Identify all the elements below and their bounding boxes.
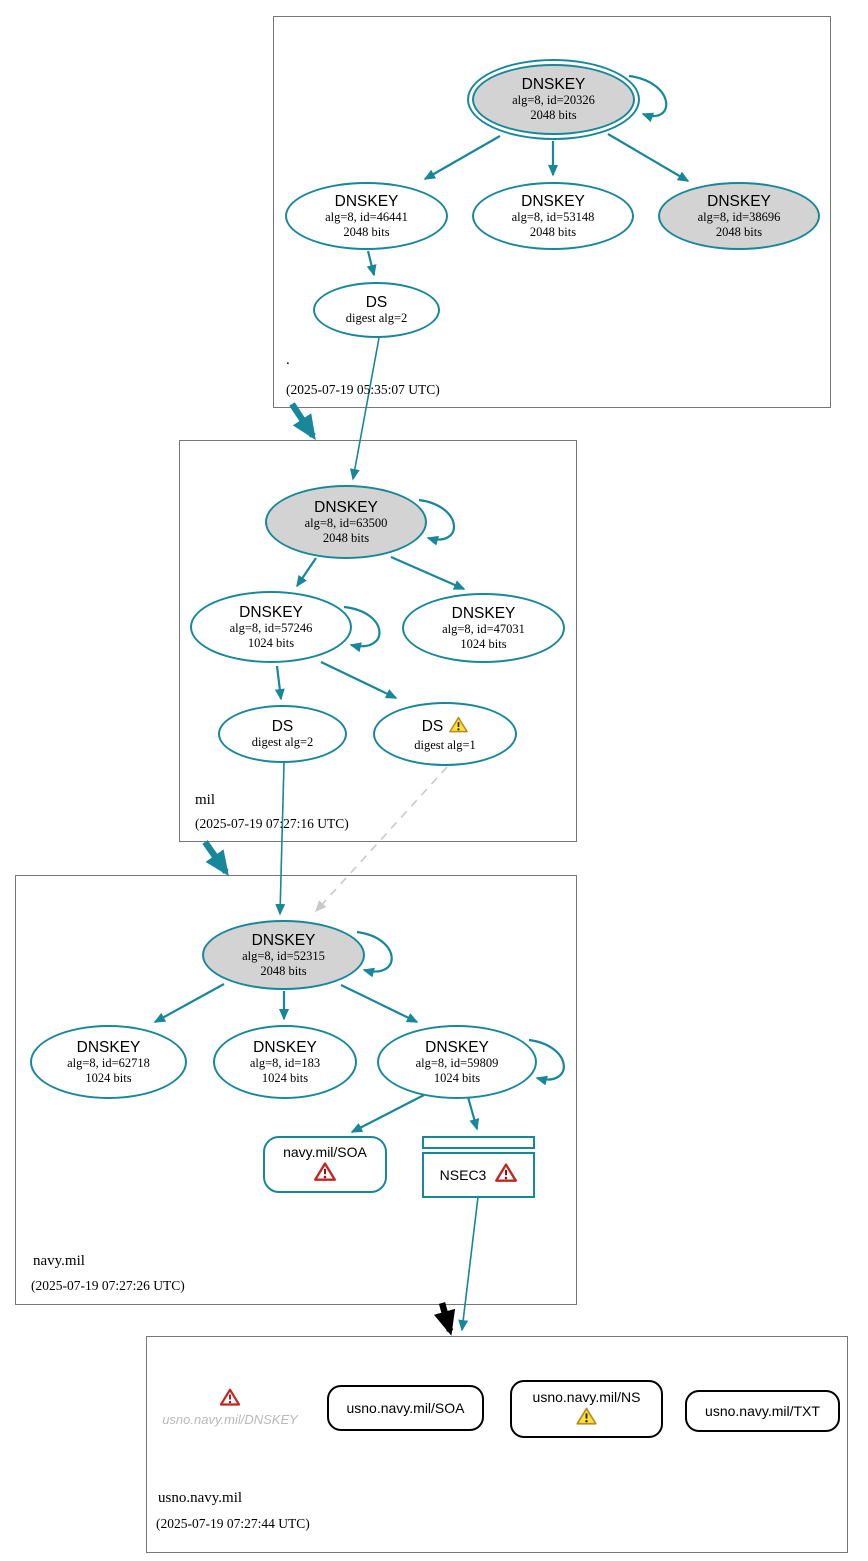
zone-label-usno: usno.navy.mil: [158, 1490, 243, 1506]
node-navy-ksk-52315[interactable]: DNSKEY alg=8, id=52315 2048 bits: [202, 920, 365, 990]
error-icon: [314, 1161, 336, 1186]
node-bits: 1024 bits: [460, 636, 507, 651]
node-alg-id: alg=8, id=52315: [242, 948, 325, 963]
node-alg-id: alg=8, id=183: [249, 1055, 321, 1070]
rrset-label: usno.navy.mil/NS: [532, 1388, 641, 1405]
node-alg-id: alg=8, id=59809: [415, 1055, 499, 1070]
node-title: DNSKEY: [451, 604, 516, 622]
node-title: DNSKEY: [76, 1038, 141, 1056]
node-usno-soa[interactable]: usno.navy.mil/SOA: [327, 1385, 484, 1431]
node-navy-zsk-59809[interactable]: DNSKEY alg=8, id=59809 1024 bits: [377, 1025, 537, 1099]
node-title: DNSKEY: [253, 1038, 317, 1056]
node-mil-ksk-63500[interactable]: DNSKEY alg=8, id=63500 2048 bits: [265, 485, 427, 559]
node-title: DNSKEY: [314, 498, 378, 516]
node-root-zsk-38696[interactable]: DNSKEY alg=8, id=38696 2048 bits: [658, 182, 820, 250]
zone-box-usno-navy-mil: [146, 1336, 848, 1553]
rrset-label: usno.navy.mil/TXT: [705, 1403, 820, 1419]
zone-label-navy: navy.mil: [33, 1253, 85, 1269]
node-title: DNSKEY: [521, 192, 585, 210]
node-mil-zsk-57246[interactable]: DNSKEY alg=8, id=57246 1024 bits: [190, 591, 352, 663]
node-root-zsk-46441[interactable]: DNSKEY alg=8, id=46441 2048 bits: [285, 182, 448, 250]
node-usno-txt[interactable]: usno.navy.mil/TXT: [685, 1390, 840, 1432]
node-title: DNSKEY: [707, 192, 771, 210]
node-title: DNSKEY: [251, 931, 316, 949]
warning-icon: [576, 1407, 597, 1430]
node-navy-soa[interactable]: navy.mil/SOA: [263, 1136, 387, 1193]
edge-delegation-root-to-mil: [289, 402, 316, 441]
warning-icon: [449, 716, 469, 738]
node-bits: 1024 bits: [261, 1070, 309, 1085]
node-title: DS: [365, 294, 388, 311]
zone-timestamp-navy: (2025-07-19 07:27:26 UTC): [31, 1278, 185, 1293]
node-mil-zsk-47031[interactable]: DNSKEY alg=8, id=47031 1024 bits: [402, 593, 565, 663]
zone-timestamp-mil: (2025-07-19 07:27:16 UTC): [195, 816, 349, 831]
missing-dnskey-label: usno.navy.mil/DNSKEY: [162, 1412, 298, 1427]
zone-timestamp-root: (2025-07-19 05:35:07 UTC): [286, 382, 440, 397]
node-alg-id: alg=8, id=62718: [67, 1055, 150, 1070]
node-alg-id: alg=8, id=46441: [325, 209, 408, 224]
zone-timestamp-usno: (2025-07-19 07:27:44 UTC): [156, 1516, 310, 1531]
node-bits: 1024 bits: [85, 1070, 132, 1085]
edge-delegation-navy-to-usno: [433, 1302, 456, 1336]
node-digest: digest alg=2: [345, 311, 408, 325]
node-title: DNSKEY: [425, 1038, 489, 1056]
zone-label-root: .: [286, 352, 290, 368]
edge-delegation-mil-to-navy: [202, 840, 229, 877]
error-icon: [219, 1388, 241, 1411]
node-alg-id: alg=8, id=53148: [511, 209, 595, 224]
node-root-ksk-20326-inner: DNSKEY alg=8, id=20326 2048 bits: [472, 64, 635, 135]
rrset-label: NSEC3: [439, 1167, 487, 1183]
zone-box-navy-mil: [15, 875, 577, 1305]
node-root-ds[interactable]: DS digest alg=2: [313, 282, 440, 338]
node-title: DNSKEY: [239, 603, 303, 621]
rrset-label: usno.navy.mil/SOA: [346, 1400, 465, 1416]
error-icon: [495, 1163, 518, 1187]
node-usno-dnskey-missing[interactable]: usno.navy.mil/DNSKEY: [155, 1388, 305, 1427]
rrset-label: navy.mil/SOA: [283, 1143, 367, 1160]
nsec3-body: NSEC3: [422, 1152, 535, 1198]
node-title: DS: [421, 718, 444, 735]
node-navy-zsk-62718[interactable]: DNSKEY alg=8, id=62718 1024 bits: [30, 1025, 187, 1099]
node-usno-ns[interactable]: usno.navy.mil/NS: [510, 1380, 663, 1438]
node-bits: 2048 bits: [260, 963, 307, 978]
node-title: DS: [271, 718, 294, 735]
node-root-zsk-53148[interactable]: DNSKEY alg=8, id=53148 2048 bits: [472, 182, 634, 250]
node-bits: 1024 bits: [247, 635, 295, 650]
nsec3-header-strip: [422, 1136, 535, 1149]
node-digest: digest alg=2: [251, 735, 314, 749]
node-alg-id: alg=8, id=38696: [697, 209, 781, 224]
node-bits: 2048 bits: [715, 224, 763, 239]
node-digest: digest alg=1: [414, 737, 476, 752]
node-navy-nsec3[interactable]: NSEC3: [422, 1136, 535, 1198]
node-mil-ds-alg1[interactable]: DS digest alg=1: [373, 702, 517, 766]
node-bits: 1024 bits: [433, 1070, 481, 1085]
node-bits: 2048 bits: [529, 224, 577, 239]
node-bits: 2048 bits: [322, 530, 370, 545]
node-bits: 2048 bits: [343, 224, 390, 239]
node-alg-id: alg=8, id=63500: [304, 515, 388, 530]
zone-box-root: [273, 16, 831, 408]
zone-label-mil: mil: [195, 792, 216, 808]
node-alg-id: alg=8, id=57246: [229, 620, 313, 635]
node-bits: 2048 bits: [530, 108, 577, 122]
node-navy-zsk-183[interactable]: DNSKEY alg=8, id=183 1024 bits: [213, 1025, 357, 1099]
node-root-ksk-20326[interactable]: DNSKEY alg=8, id=20326 2048 bits: [467, 59, 640, 140]
node-alg-id: alg=8, id=47031: [442, 621, 525, 636]
node-title: DNSKEY: [334, 192, 399, 210]
node-alg-id: alg=8, id=20326: [512, 93, 595, 107]
node-mil-ds-alg2[interactable]: DS digest alg=2: [218, 705, 347, 763]
node-title: DNSKEY: [521, 76, 586, 93]
